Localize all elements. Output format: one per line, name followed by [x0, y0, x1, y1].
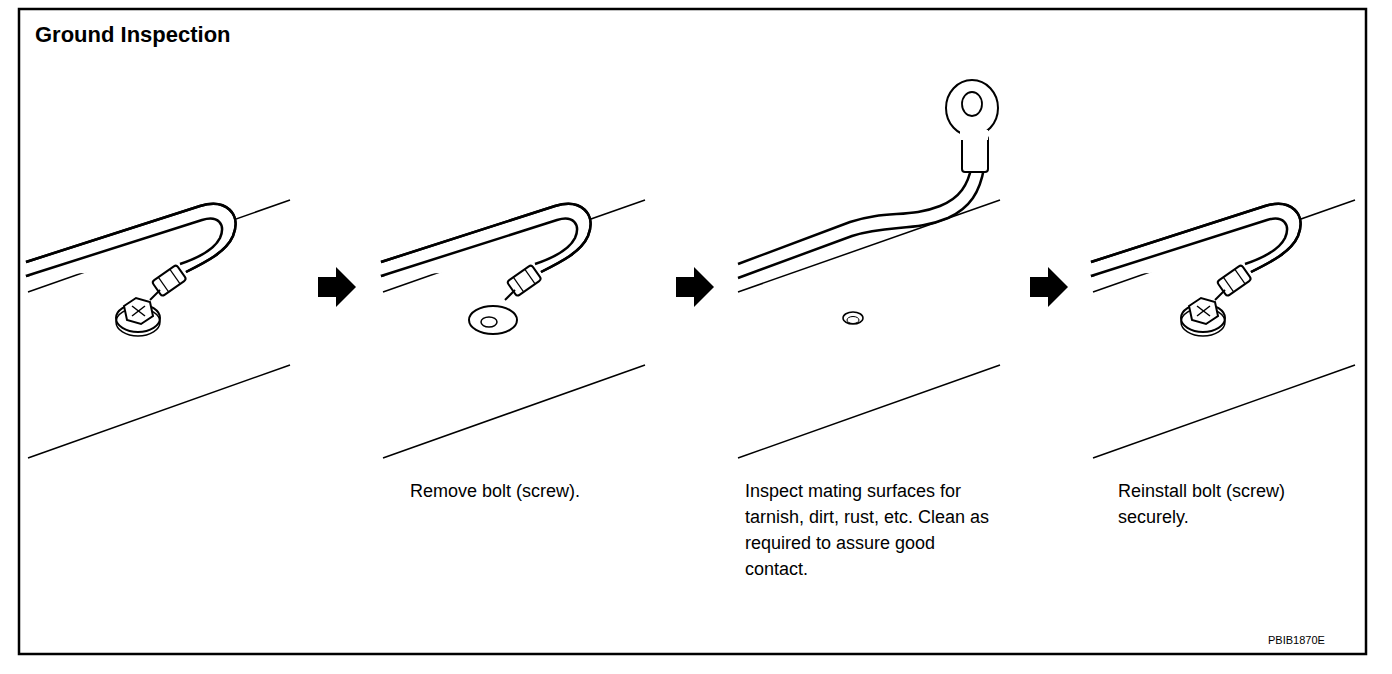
figure-code: PBIB1870E: [1268, 633, 1363, 647]
step-caption: Inspect mating surfaces for tarnish, dir…: [745, 478, 1003, 582]
diagram-title: Ground Inspection: [35, 22, 231, 48]
step-caption: Reinstall bolt (screw) securely.: [1118, 478, 1338, 530]
step-caption: Remove bolt (screw).: [410, 478, 670, 504]
